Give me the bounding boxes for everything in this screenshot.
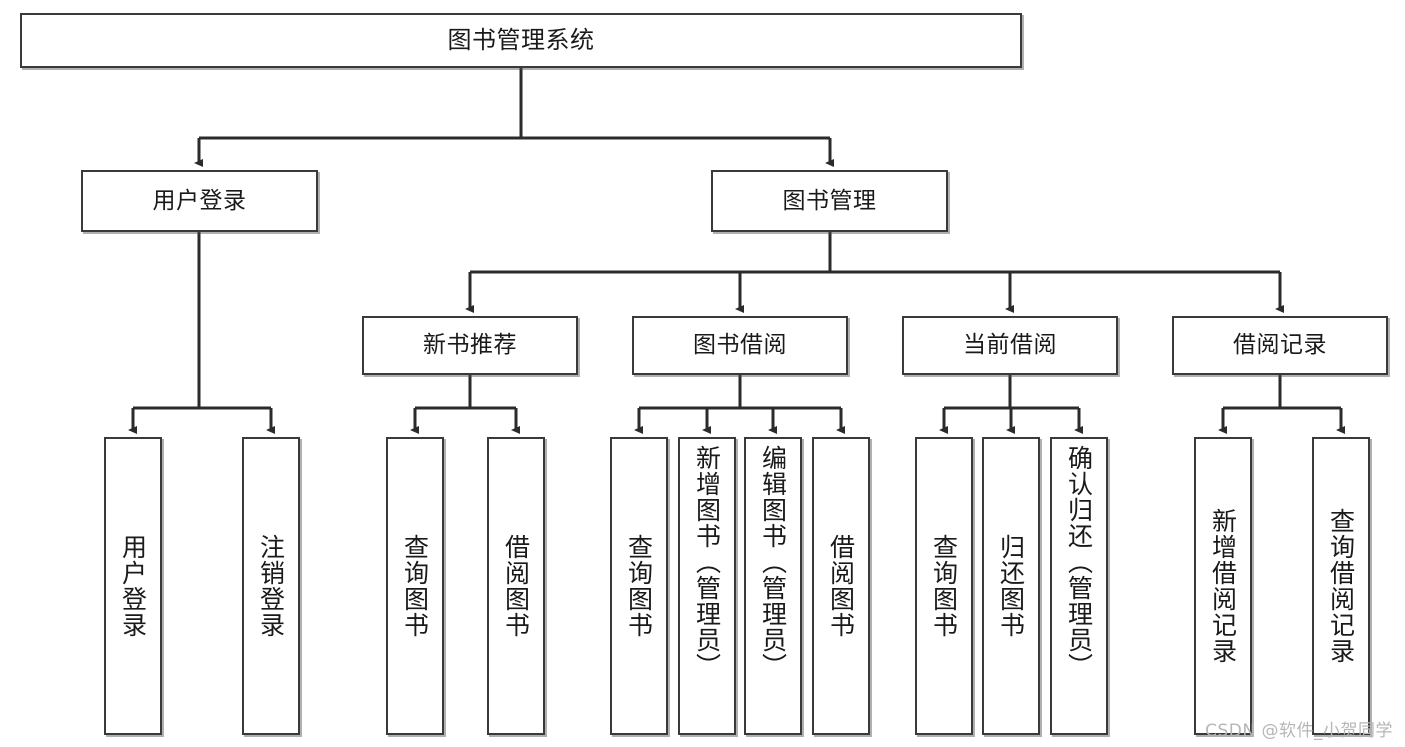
node-label: 用户登录 [152,187,247,214]
node-leaf-confirm-return-admin[interactable]: 确认归还（管理员） [1050,437,1108,735]
node-new-book-recommend[interactable]: 新书推荐 [362,316,578,375]
node-leaf-edit-book-admin[interactable]: 编辑图书（管理员） [744,437,802,735]
node-leaf-borrow-book[interactable]: 借阅图书 [812,437,870,735]
node-leaf-logout[interactable]: 注销登录 [242,437,300,735]
node-leaf-query-book-recommend[interactable]: 查询图书 [386,437,444,735]
node-label: 新增图书（管理员） [692,445,722,679]
node-leaf-query-book-borrow[interactable]: 查询图书 [610,437,668,735]
node-label: 图书管理系统 [447,25,595,54]
node-label: 新增借阅记录 [1208,508,1238,664]
node-label: 图书管理 [782,187,877,214]
node-book-management[interactable]: 图书管理 [711,170,948,232]
node-leaf-add-book-admin[interactable]: 新增图书（管理员） [678,437,736,735]
node-label: 用户登录 [118,534,148,638]
node-root-system[interactable]: 图书管理系统 [20,13,1022,68]
node-current-borrow[interactable]: 当前借阅 [902,316,1118,375]
node-label: 图书借阅 [693,332,787,359]
node-leaf-query-book-current[interactable]: 查询图书 [915,437,973,735]
node-leaf-add-borrow-record[interactable]: 新增借阅记录 [1194,437,1252,735]
node-borrow-record[interactable]: 借阅记录 [1172,316,1388,375]
node-label: 查询图书 [624,534,654,638]
node-label: 当前借阅 [963,332,1057,359]
node-label: 查询图书 [400,534,430,638]
node-label: 注销登录 [256,534,286,638]
node-leaf-user-login[interactable]: 用户登录 [104,437,162,735]
node-book-borrow[interactable]: 图书借阅 [632,316,848,375]
node-label: 查询借阅记录 [1326,508,1356,664]
node-label: 确认归还（管理员） [1064,445,1094,679]
node-label: 借阅图书 [501,534,531,638]
node-label: 借阅记录 [1233,332,1327,359]
node-label: 新书推荐 [423,332,517,359]
node-leaf-query-borrow-record[interactable]: 查询借阅记录 [1312,437,1370,735]
node-label: 编辑图书（管理员） [758,445,788,679]
node-user-login[interactable]: 用户登录 [81,170,318,232]
node-label: 归还图书 [996,534,1026,638]
node-leaf-return-book[interactable]: 归还图书 [982,437,1040,735]
node-leaf-borrow-book-recommend[interactable]: 借阅图书 [487,437,545,735]
node-label: 借阅图书 [826,534,856,638]
node-label: 查询图书 [929,534,959,638]
